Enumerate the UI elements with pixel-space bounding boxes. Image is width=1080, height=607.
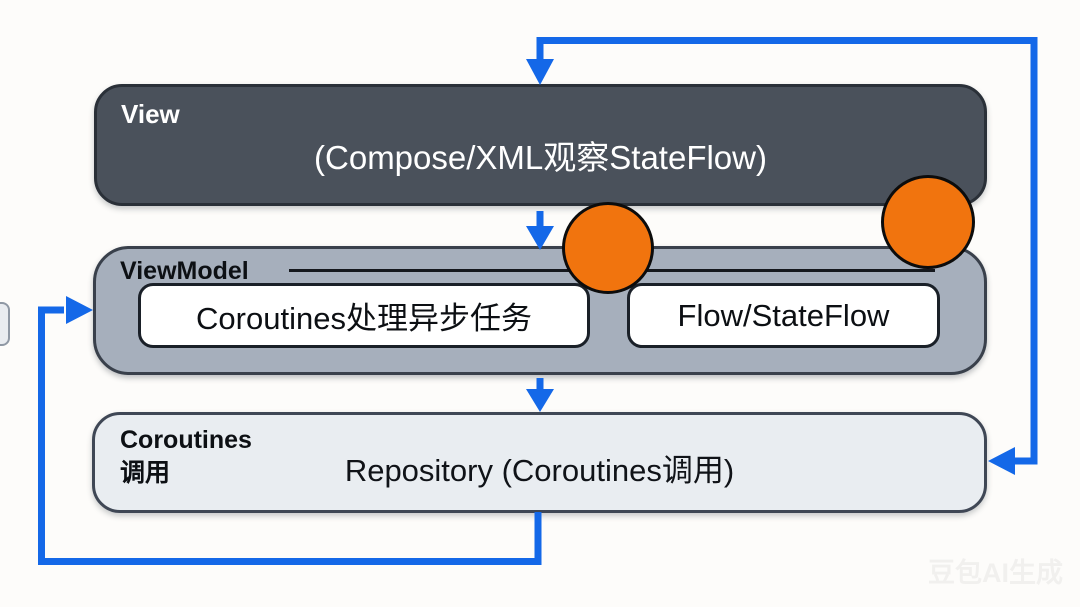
arrowhead-down-into-repository xyxy=(526,389,554,412)
view-node: View (Compose/XML观察StateFlow) xyxy=(94,84,987,206)
arrowhead-right-into-viewmodel xyxy=(66,296,93,324)
viewmodel-node: ViewModel Coroutines处理异步任务 Flow/StateFlo… xyxy=(93,246,987,375)
viewmodel-node-title: ViewModel xyxy=(120,257,249,285)
arrowhead-down-into-view xyxy=(526,59,554,85)
watermark: 豆包AI生成 xyxy=(928,558,1063,588)
orange-marker-circle-2 xyxy=(881,175,975,269)
repository-node-label: Repository (Coroutines调用) xyxy=(344,453,735,488)
repository-node: Coroutines 调用 Repository (Coroutines调用) xyxy=(92,412,987,513)
coroutines-task-label: Coroutines处理异步任务 xyxy=(196,301,532,336)
arrowhead-left-into-repository xyxy=(988,447,1015,475)
flow-stateflow-label: Flow/StateFlow xyxy=(677,297,890,333)
view-node-title: View xyxy=(121,99,180,129)
view-node-subtitle: (Compose/XML观察StateFlow) xyxy=(314,139,767,176)
flow-stateflow-node: Flow/StateFlow xyxy=(627,283,940,348)
left-edge-clipped-shape xyxy=(0,302,10,346)
coroutines-task-node: Coroutines处理异步任务 xyxy=(138,283,590,348)
orange-marker-circle-1 xyxy=(562,202,654,294)
